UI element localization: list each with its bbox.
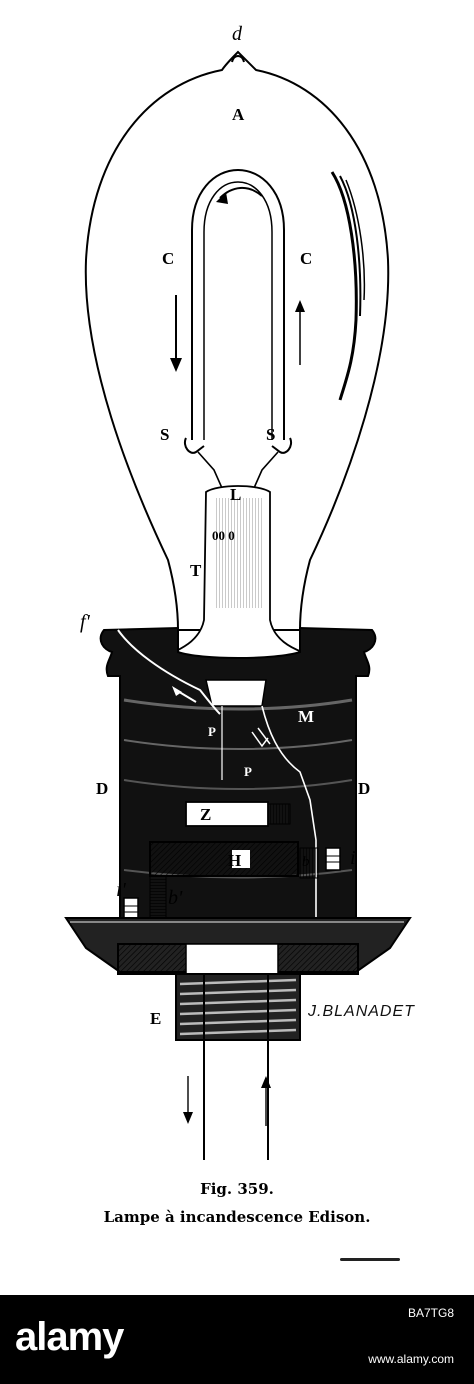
label-o-pair: 00 0: [212, 528, 235, 543]
label-d-right: D: [358, 779, 370, 798]
figure-number: Fig. 359.: [200, 1180, 274, 1198]
label-f-prime: f': [80, 611, 91, 633]
label-i: i: [350, 847, 356, 869]
carbon-filament: [191, 168, 285, 440]
label-m: M: [298, 707, 314, 726]
insulator-block-z: [185, 801, 269, 827]
caption-underline: [340, 1258, 400, 1261]
watermark-banner: [0, 1295, 474, 1384]
label-z: Z: [200, 805, 211, 824]
label-h: H: [228, 851, 241, 870]
lamp-illustration: d A C C S S L 00 0 T f' M P P D D Z H i …: [64, 23, 415, 1160]
engraver-signature: J.BLANADET: [307, 1003, 415, 1020]
label-c-left: C: [162, 249, 174, 268]
image-id: BA7TG8: [407, 1306, 454, 1320]
edison-lamp-drawing: d A C C S S L 00 0 T f' M P P D D Z H i …: [64, 23, 415, 1160]
label-p-upper: P: [208, 724, 216, 739]
label-l: L: [230, 485, 241, 504]
alamy-logo: alamy: [15, 1315, 124, 1359]
watermark-url: www.alamy.com: [368, 1352, 454, 1366]
label-s-left: S: [160, 425, 169, 444]
label-s-right: S: [266, 425, 275, 444]
label-t: T: [190, 561, 202, 580]
label-a: A: [232, 105, 245, 124]
label-i-prime: i': [116, 879, 127, 901]
label-p-lower: P: [244, 764, 252, 779]
label-c-right: C: [300, 249, 312, 268]
label-e: E: [150, 1009, 161, 1028]
label-d: d: [232, 23, 243, 45]
label-b-prime: b': [168, 887, 183, 909]
plaster-block-h: [149, 841, 299, 877]
figure-title: Lampe à incandescence Edison.: [103, 1208, 371, 1226]
figure-caption: Fig. 359. Lampe à incandescence Edison.: [0, 1180, 474, 1226]
label-b: b: [302, 854, 310, 870]
label-d-left: D: [96, 779, 108, 798]
